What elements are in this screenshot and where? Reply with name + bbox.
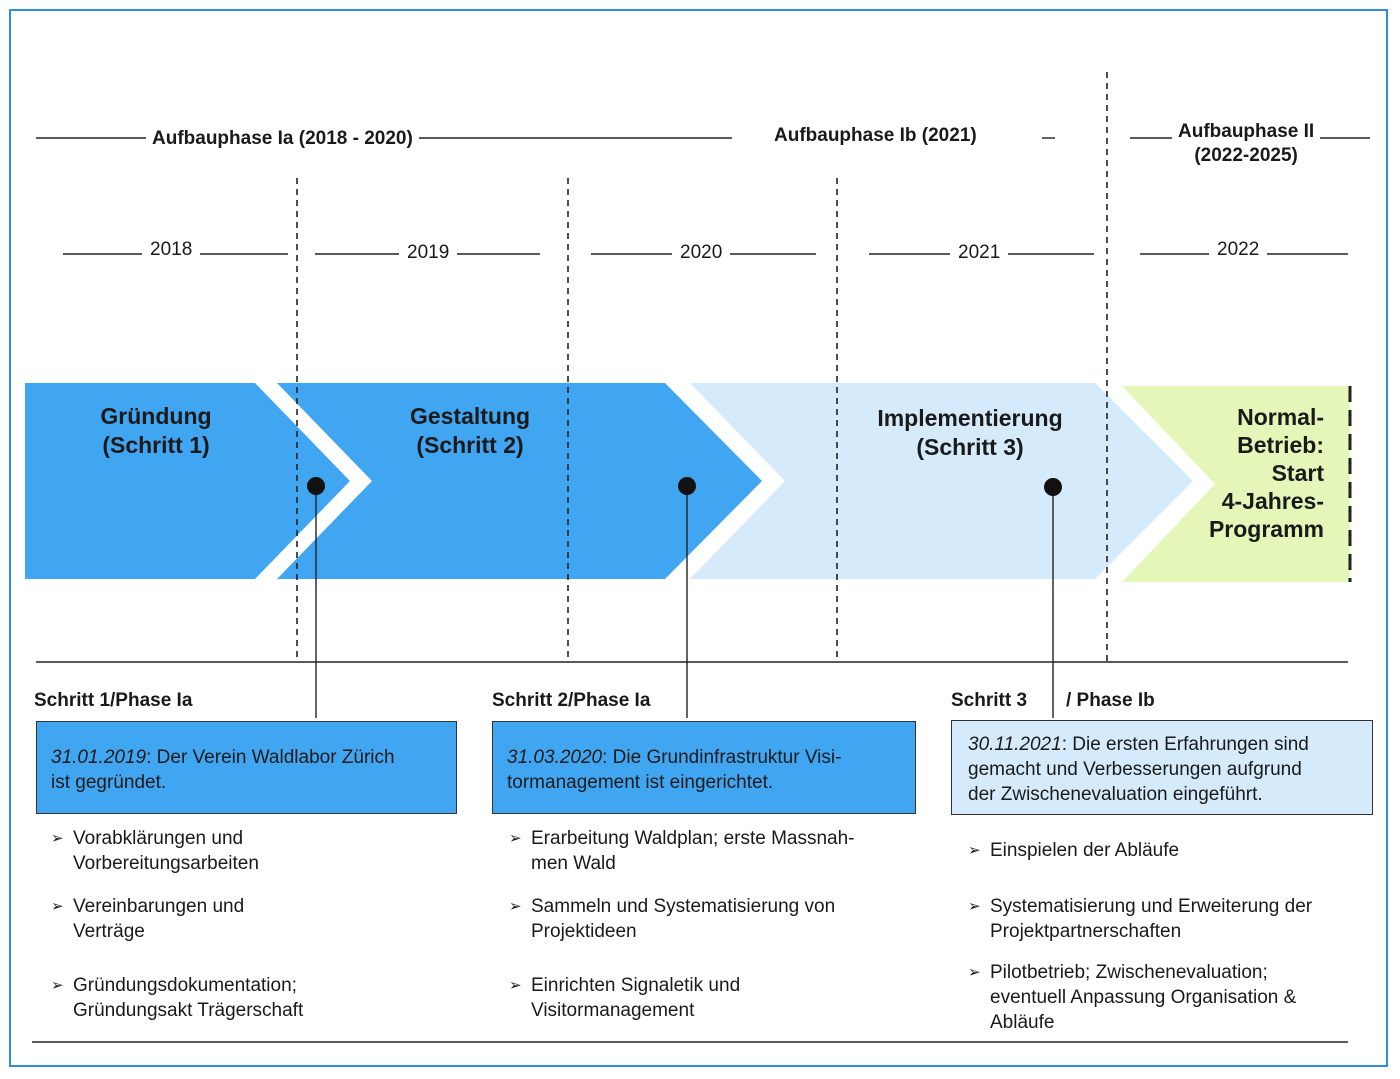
year-2020: 2020 bbox=[672, 242, 731, 264]
milestone-3-date: 30.11.2021 bbox=[968, 734, 1062, 755]
task-line: Gründungsakt Trägerschaft bbox=[73, 1000, 304, 1021]
chevron-implementierung bbox=[690, 383, 1193, 579]
task-line: Pilotbetrieb; Zwischenevaluation; bbox=[990, 962, 1268, 983]
chevron-label-2: Gestaltung (Schritt 2) bbox=[370, 402, 570, 460]
task-item: Einspielen der Abläufe bbox=[968, 838, 1312, 863]
milestone-2-text: tormanagement ist eingerichtet. bbox=[507, 772, 774, 793]
step-1-heading: Schritt 1/Phase Ia bbox=[34, 690, 193, 711]
task-line: Abläufe bbox=[990, 1012, 1055, 1033]
task-item: Erarbeitung Waldplan; erste Massnah-men … bbox=[509, 826, 855, 876]
chevron-4-line: 4-Jahres- bbox=[1221, 488, 1324, 514]
milestone-2-date: 31.03.2020 bbox=[507, 747, 603, 768]
phase-ib-label: Aufbauphase Ib (2021) bbox=[768, 125, 983, 147]
task-item: Systematisierung und Erweiterung derProj… bbox=[968, 894, 1312, 944]
task-line: Erarbeitung Waldplan; erste Massnah- bbox=[531, 828, 855, 849]
milestone-box-2: 31.03.2020: Die Grundinfrastruktur Visi-… bbox=[492, 721, 916, 814]
year-2022: 2022 bbox=[1209, 239, 1268, 261]
task-line: Vereinbarungen und bbox=[73, 896, 245, 917]
task-item: Sammeln und Systematisierung vonProjekti… bbox=[509, 894, 855, 944]
chevron-gestaltung bbox=[277, 383, 762, 579]
chevron-3-subtitle: (Schritt 3) bbox=[916, 434, 1024, 460]
milestone-3-text: : Die ersten Erfahrungen sind bbox=[1061, 734, 1309, 755]
chevron-gruendung bbox=[25, 383, 350, 579]
chevron-2-title: Gestaltung bbox=[409, 403, 531, 429]
step-3-heading-b: / Phase Ib bbox=[1066, 690, 1155, 711]
task-item: Einrichten Signaletik undVisitormanageme… bbox=[509, 973, 855, 1023]
chevron-normalbetrieb bbox=[1122, 386, 1350, 582]
task-line: men Wald bbox=[531, 853, 616, 874]
chevron-label-1: Gründung (Schritt 1) bbox=[56, 402, 256, 460]
milestone-box-3: 30.11.2021: Die ersten Erfahrungen sind … bbox=[951, 720, 1373, 815]
year-2021: 2021 bbox=[950, 242, 1009, 264]
step-2-heading: Schritt 2/Phase Ia bbox=[492, 690, 651, 711]
chevron-2-subtitle: (Schritt 2) bbox=[416, 432, 524, 458]
year-2018: 2018 bbox=[142, 239, 201, 261]
task-item: Pilotbetrieb; Zwischenevaluation; eventue… bbox=[968, 960, 1312, 1035]
chevron-4-line: Programm bbox=[1208, 516, 1324, 542]
task-line: Projektideen bbox=[531, 921, 637, 942]
chevron-4-line: Betrieb: bbox=[1237, 432, 1324, 458]
milestone-1-date: 31.01.2019 bbox=[51, 747, 147, 768]
task-line: Vorabklärungen und bbox=[73, 828, 244, 849]
phase-ia-label: Aufbauphase Ia (2018 - 2020) bbox=[146, 128, 419, 150]
chevron-4-line: Start bbox=[1271, 460, 1324, 486]
chevron-label-3: Implementierung (Schritt 3) bbox=[850, 404, 1090, 462]
task-line: Projektpartnerschaften bbox=[990, 921, 1182, 942]
milestone-dot-2 bbox=[678, 477, 696, 495]
step-3-heading-a: Schritt 3 bbox=[951, 690, 1028, 711]
step-2-tasks: Erarbeitung Waldplan; erste Massnah-men … bbox=[509, 826, 855, 1023]
chevron-1-title: Gründung bbox=[100, 403, 212, 429]
task-line: Sammeln und Systematisierung von bbox=[531, 896, 836, 917]
phase-ii-line2: (2022-2025) bbox=[1194, 145, 1298, 166]
step-3-tasks: Einspielen der Abläufe Systematisierung … bbox=[968, 838, 1312, 1035]
chevron-4-line: Normal- bbox=[1237, 404, 1324, 430]
task-line: Verträge bbox=[73, 921, 145, 942]
task-line: Gründungsdokumentation; bbox=[73, 975, 297, 996]
chevron-3-title: Implementierung bbox=[877, 405, 1063, 431]
task-line: Systematisierung und Erweiterung der bbox=[990, 896, 1313, 917]
task-item: Gründungsdokumentation; Gründungsakt Träg… bbox=[51, 973, 303, 1023]
task-line: Einspielen der Abläufe bbox=[990, 840, 1180, 861]
phase-ii-line1: Aufbauphase II bbox=[1178, 121, 1315, 142]
task-line: Einrichten Signaletik und bbox=[531, 975, 741, 996]
milestone-dot-1 bbox=[307, 477, 325, 495]
task-line: eventuell Anpassung Organisation & bbox=[990, 987, 1297, 1008]
chevron-label-4: Normal- Betrieb: Start 4-Jahres- Program… bbox=[1170, 403, 1324, 543]
task-line: Vorbereitungsarbeiten bbox=[73, 853, 259, 874]
phase-ii-label: Aufbauphase II (2022-2025) bbox=[1172, 120, 1321, 168]
task-line: Visitormanagement bbox=[531, 1000, 695, 1021]
milestone-2-text: : Die Grundinfrastruktur Visi- bbox=[602, 747, 842, 768]
year-2019: 2019 bbox=[399, 242, 458, 264]
milestone-1-text: ist gegründet. bbox=[51, 772, 167, 793]
milestone-dot-3 bbox=[1044, 478, 1062, 496]
milestone-3-text: der Zwischenevaluation eingeführt. bbox=[968, 784, 1263, 805]
milestone-1-text: : Der Verein Waldlabor Zürich bbox=[146, 747, 395, 768]
milestone-3-text: gemacht und Verbesserungen aufgrund bbox=[968, 759, 1302, 780]
diagram-frame bbox=[9, 9, 1388, 1067]
chevron-1-subtitle: (Schritt 1) bbox=[102, 432, 210, 458]
step-1-tasks: Vorabklärungen undVorbereitungsarbeiten … bbox=[51, 826, 303, 1023]
milestone-box-1: 31.01.2019: Der Verein Waldlabor Zürich … bbox=[36, 721, 457, 814]
